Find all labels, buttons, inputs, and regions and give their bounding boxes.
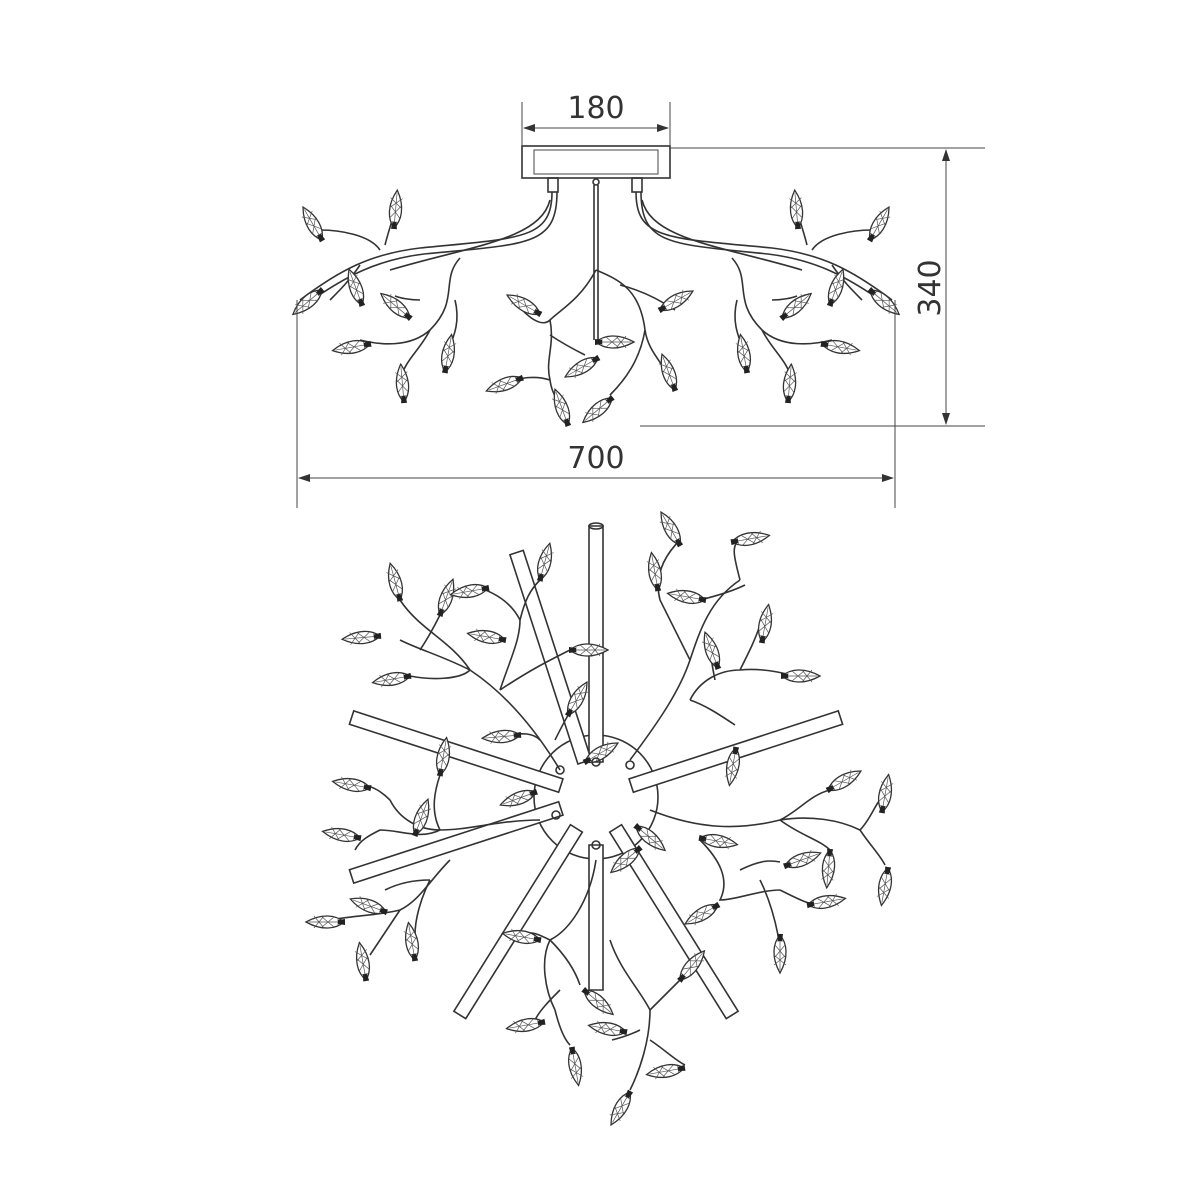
dim-height: 340 [913,259,948,316]
dim-overall-width: 700 [567,441,624,476]
dim-base-width: 180 [567,91,624,126]
canopy [521,145,671,179]
side-view: 180 340 700 [288,91,985,508]
radial-rods [348,522,844,1020]
top-view [305,508,896,1129]
